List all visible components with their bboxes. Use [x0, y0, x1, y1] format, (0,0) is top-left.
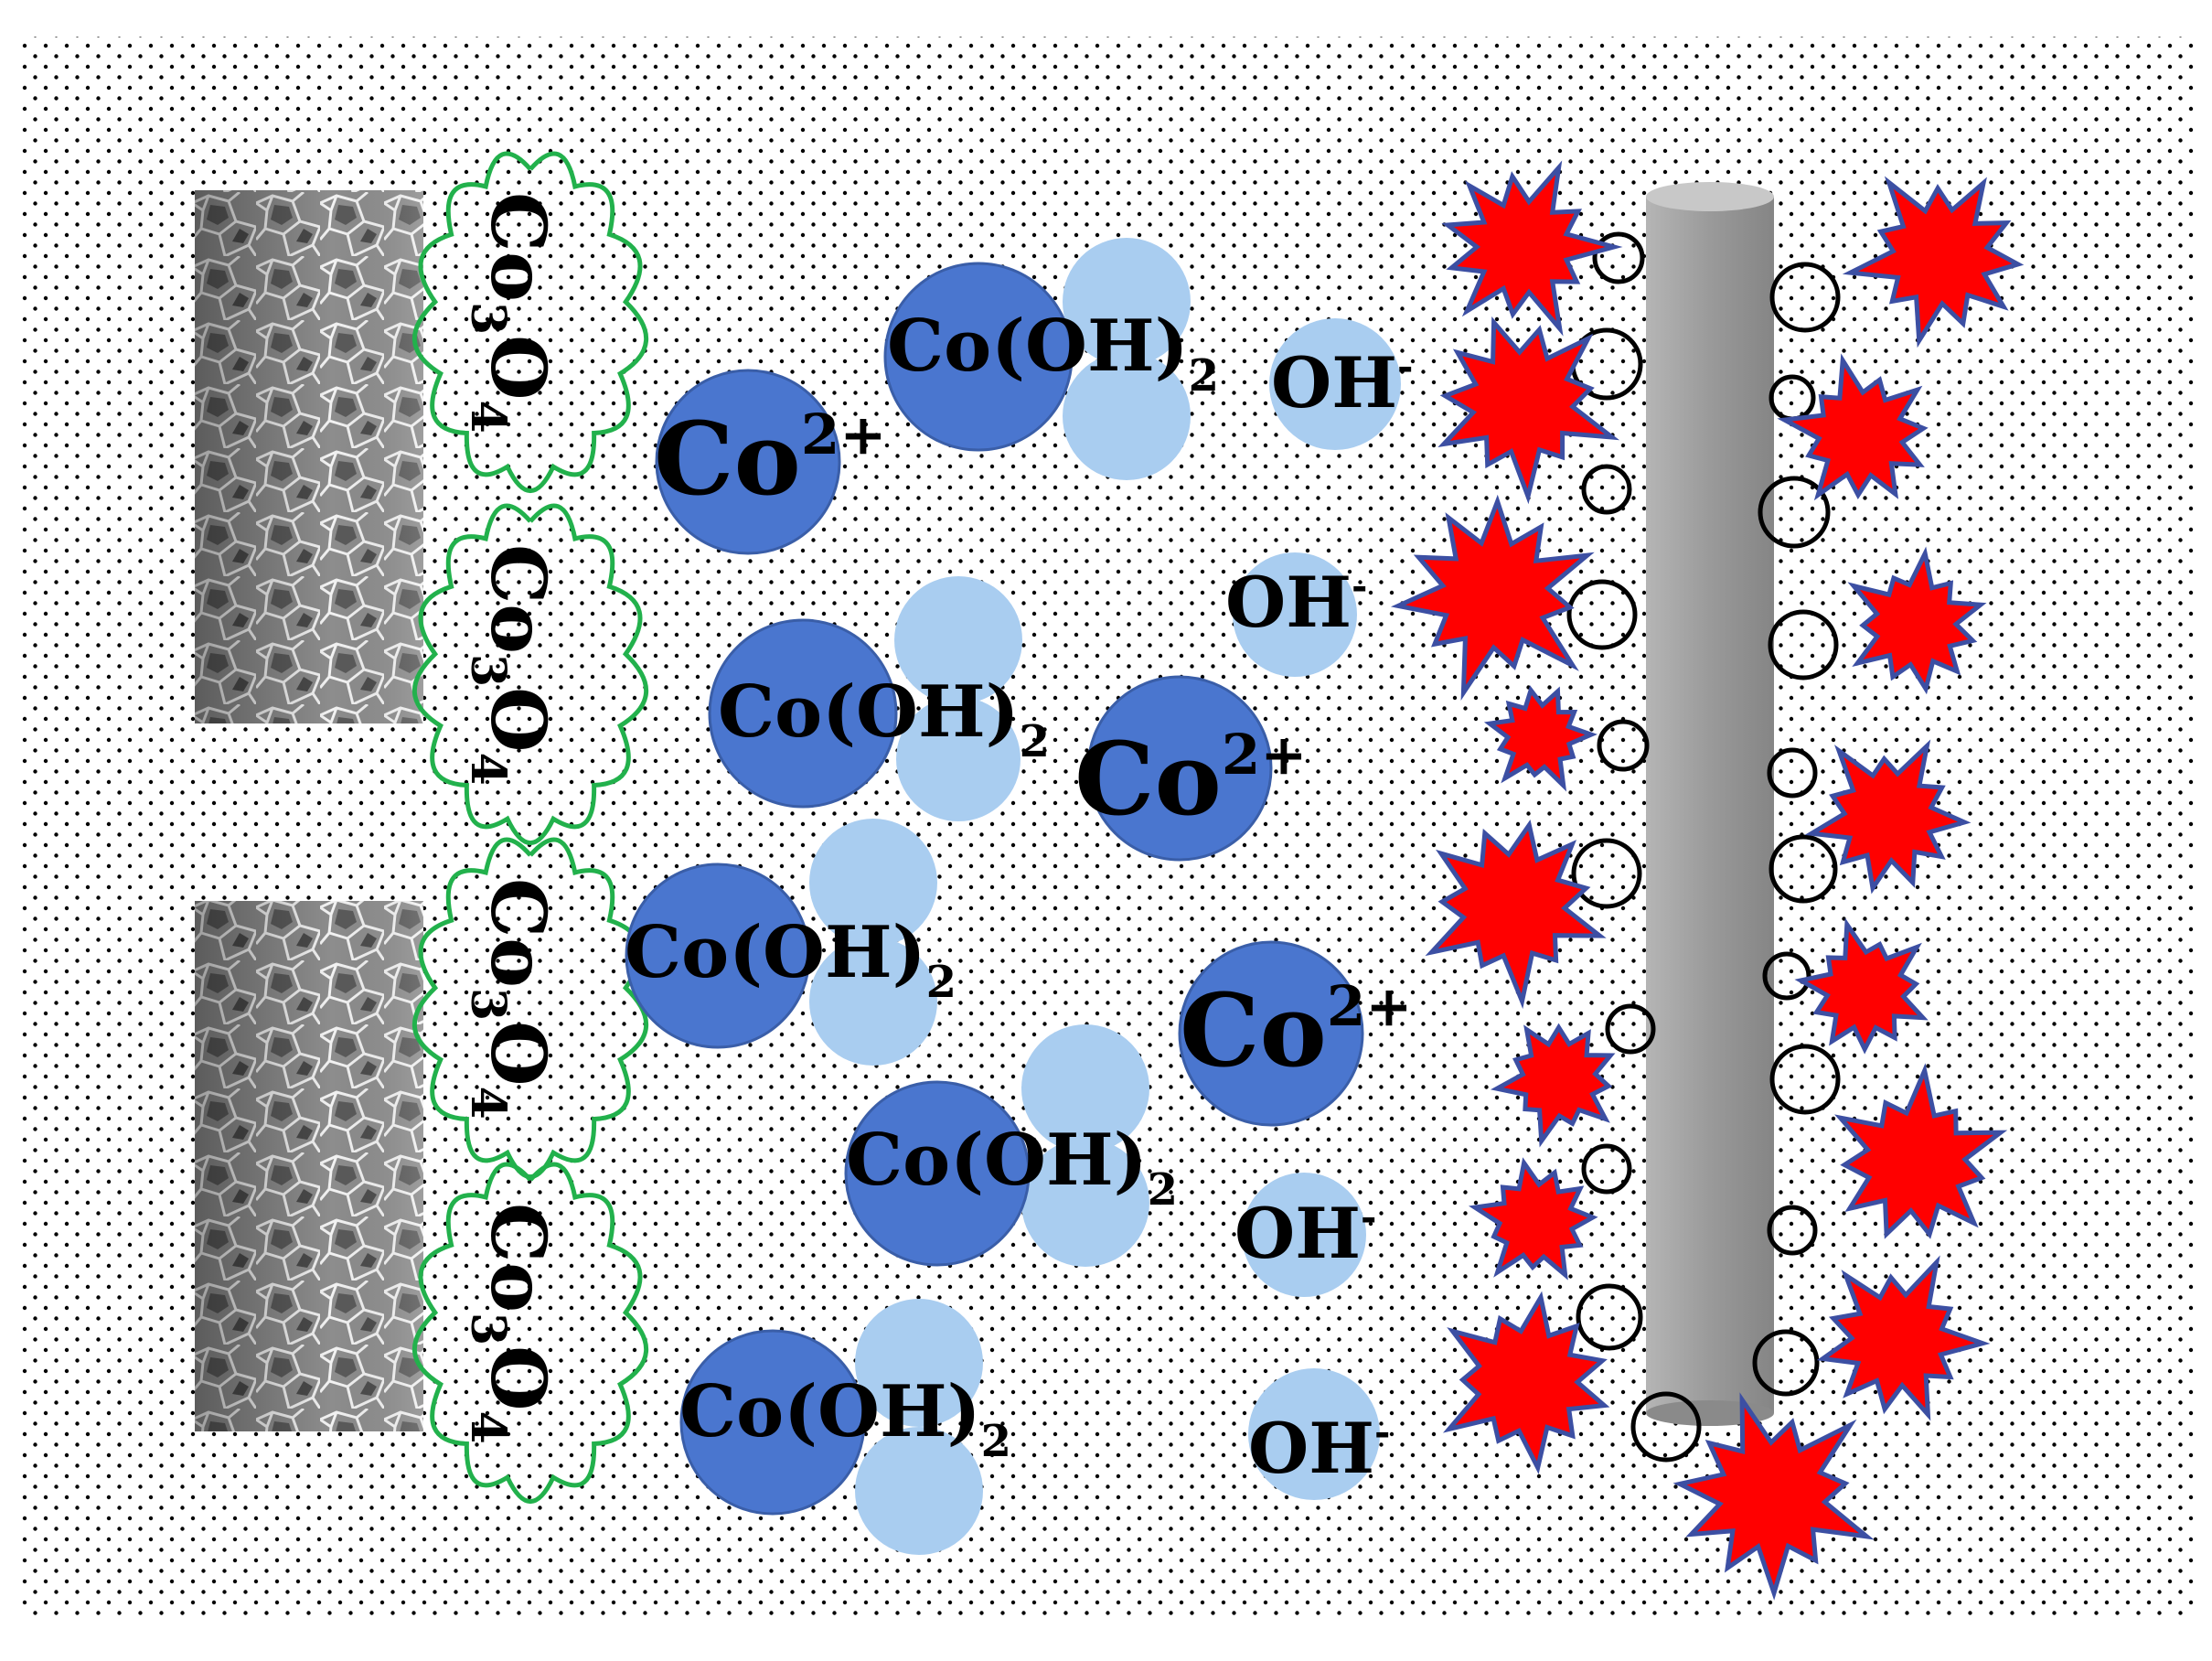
dark-blue-circle [883, 262, 1074, 452]
co2-ion-label: Co2+ [654, 400, 886, 518]
red-starburst [1794, 917, 1929, 1055]
light-blue-circle [1242, 1173, 1366, 1297]
red-starburst [1469, 1157, 1598, 1281]
bubble [1758, 476, 1831, 549]
light-blue-circle [1248, 1368, 1380, 1500]
red-starburst [1390, 494, 1595, 701]
bubble [1768, 609, 1839, 680]
red-starburst [1842, 176, 2025, 348]
light-blue-circle [896, 697, 1021, 821]
red-starburst [1777, 353, 1929, 501]
cooh2-label: Co(OH)2 [846, 1119, 1178, 1216]
bubble [1576, 1283, 1643, 1351]
bubble [1566, 579, 1638, 650]
bubble [1769, 1044, 1841, 1115]
co3o4-cloud: Co3O4 [411, 1162, 649, 1505]
bubble [1597, 719, 1650, 772]
dark-blue-circle [844, 1080, 1031, 1267]
co3o4-cloud: Co3O4 [411, 837, 649, 1180]
bubble [1581, 1143, 1632, 1195]
species-labels: Co2+Co2+Co2+Co(OH)2Co(OH)2Co(OH)2Co(OH)2… [625, 305, 1413, 1489]
co3o4-label: Co3O4 [460, 1203, 561, 1444]
light-blue-circle [809, 819, 937, 947]
red-starburst [1804, 739, 1972, 895]
co3o4-label: Co3O4 [460, 878, 561, 1120]
bubble [1769, 834, 1838, 904]
bubble [1581, 464, 1632, 515]
red-starburst [1490, 1023, 1616, 1148]
light-blue-circle [1233, 552, 1357, 677]
cooh2-label: Co(OH)2 [625, 911, 956, 1008]
dark-blue-circle [708, 618, 898, 809]
light-blue-circle [1063, 238, 1191, 366]
foam-block-bottom [195, 901, 423, 1431]
light-blue-circle [809, 938, 937, 1066]
red-starburst [1834, 1063, 2008, 1239]
light-blue-circle [1021, 1139, 1149, 1267]
bubble [1762, 951, 1811, 1001]
light-blue-circle [855, 1427, 983, 1555]
cooh2-label: Co(OH)2 [679, 1370, 1011, 1467]
bubble [1752, 1329, 1820, 1397]
oh-ion-label: OH- [1271, 342, 1413, 423]
bubble [1630, 1391, 1702, 1463]
bubble [1571, 838, 1642, 909]
co3o4-label: Co3O4 [460, 544, 561, 786]
red-starburst [1441, 160, 1623, 337]
red-starburst [1816, 1255, 1991, 1421]
oh-ion-label: OH- [1234, 1193, 1376, 1274]
oh-ion-label: OH- [1225, 562, 1367, 643]
light-blue-circle [1269, 318, 1401, 450]
red-starburst [1442, 1291, 1610, 1474]
light-blue-circles [809, 238, 1401, 1555]
light-blue-circle [855, 1299, 983, 1427]
light-blue-circle [894, 576, 1022, 704]
light-blue-circle [1063, 352, 1191, 480]
dark-blue-circle [655, 369, 841, 555]
co3o4-cloud: Co3O4 [411, 151, 649, 494]
cooh2-label: Co(OH)2 [887, 305, 1219, 402]
co2-ion-label: Co2+ [1180, 971, 1412, 1089]
dark-blue-circles [625, 262, 1364, 1516]
gas-bubbles [1566, 231, 1841, 1463]
dark-blue-circle [1178, 940, 1364, 1127]
bubble [1605, 1003, 1656, 1055]
bubble [1592, 231, 1645, 284]
co3o4-label: Co3O4 [460, 192, 561, 434]
bubble [1769, 262, 1841, 333]
dark-blue-circle [679, 1329, 866, 1516]
electrode-rod [1646, 182, 1774, 1426]
light-blue-circle [1021, 1024, 1149, 1152]
red-starburst [1672, 1392, 1875, 1601]
bubble [1767, 747, 1818, 798]
dark-blue-circle [1086, 675, 1273, 862]
cooh2-label: Co(OH)2 [718, 670, 1050, 767]
oh-ion-label: OH- [1248, 1408, 1390, 1489]
foam-block-top [195, 190, 423, 723]
bubble [1767, 1205, 1818, 1256]
red-starbursts [1390, 160, 2025, 1601]
dark-blue-circle [625, 863, 811, 1049]
red-starburst [1437, 316, 1620, 505]
co2-ion-label: Co2+ [1074, 720, 1307, 838]
red-starburst [1425, 820, 1607, 1010]
red-starburst [1483, 685, 1598, 792]
red-starburst [1847, 546, 1987, 695]
co3o4-cloud: Co3O4 [411, 503, 649, 846]
